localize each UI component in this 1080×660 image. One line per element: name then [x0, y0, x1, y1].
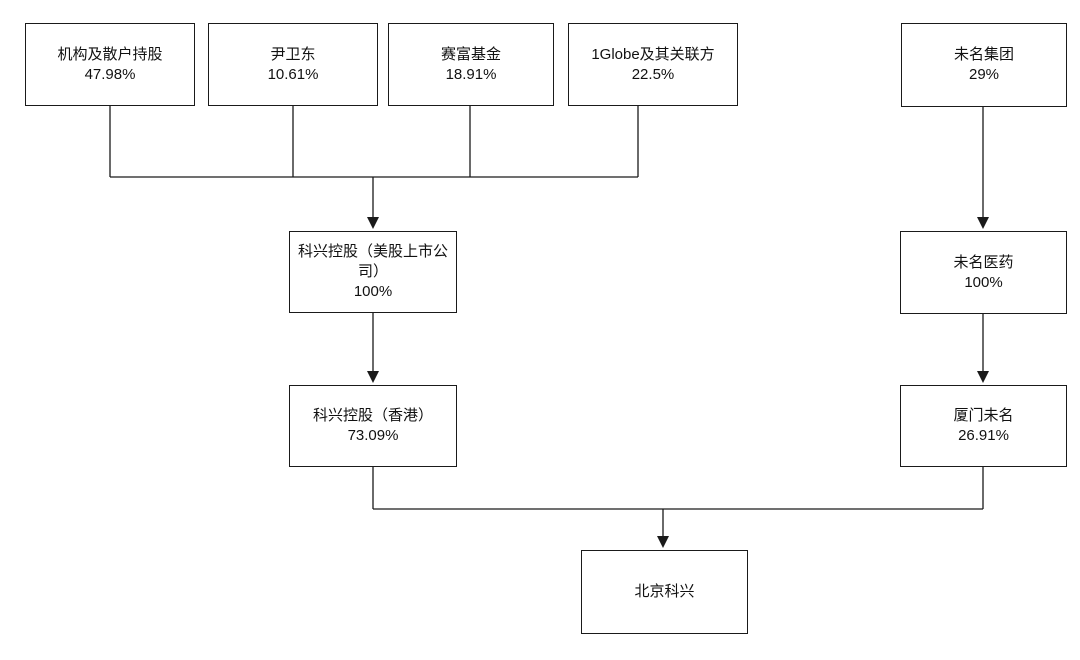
node-label: 赛富基金 — [440, 45, 501, 63]
node-label: 北京科兴 — [634, 583, 695, 600]
node-saif-fund: 赛富基金 18.91% — [388, 23, 554, 106]
node-share: 22.5% — [631, 65, 675, 83]
node-share: 100% — [964, 273, 1003, 291]
node-share: 18.91% — [445, 65, 497, 83]
node-label: 厦门未名 — [953, 407, 1014, 424]
node-xiamen-weiming: 厦门未名 26.91% — [900, 385, 1067, 467]
node-label: 未名医药 — [953, 253, 1014, 271]
node-label: 未名集团 — [953, 46, 1014, 63]
node-label: 科兴控股（香港） — [312, 407, 433, 424]
node-share: 73.09% — [347, 427, 399, 444]
node-sinovac-us: 科兴控股（美股上市公司） 100% — [289, 231, 457, 313]
node-share: 29% — [968, 66, 1000, 83]
node-institutional-retail: 机构及散户持股 47.98% — [25, 23, 195, 106]
node-1globe-affiliates: 1Globe及其关联方 22.5% — [568, 23, 738, 106]
node-share: 47.98% — [84, 65, 136, 83]
node-share: 26.91% — [958, 427, 1009, 444]
node-label: 1Globe及其关联方 — [591, 45, 715, 63]
node-weiming-group: 未名集团 29% — [901, 23, 1067, 107]
node-yin-weidong: 尹卫东 10.61% — [208, 23, 378, 106]
node-share: 100% — [353, 283, 393, 300]
node-beijing-sinovac: 北京科兴 — [581, 550, 748, 634]
node-weiming-pharma: 未名医药 100% — [900, 231, 1067, 314]
node-label: 科兴控股（美股上市公司） — [297, 243, 448, 280]
node-share: 10.61% — [267, 65, 319, 83]
node-label: 尹卫东 — [270, 45, 316, 63]
node-label: 机构及散户持股 — [57, 45, 163, 63]
node-sinovac-hk: 科兴控股（香港） 73.09% — [289, 385, 457, 467]
